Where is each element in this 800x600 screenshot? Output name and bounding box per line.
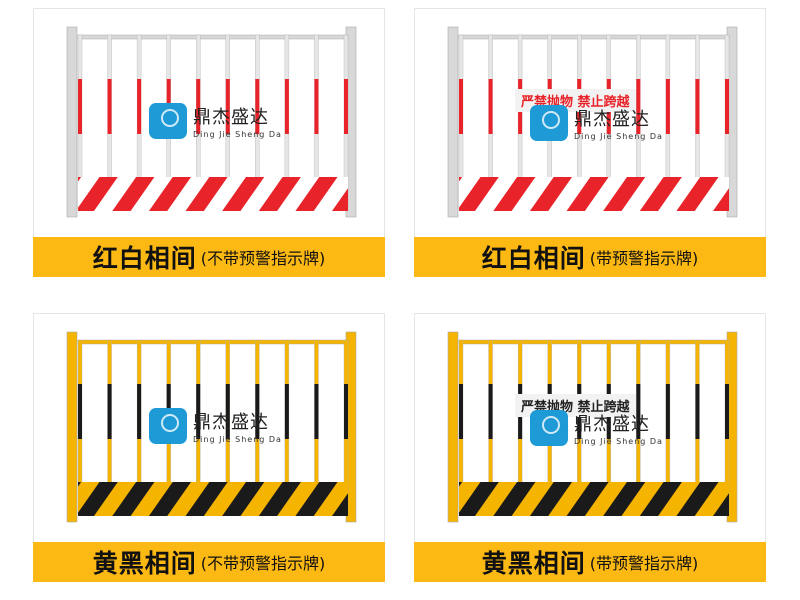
bar-stripe <box>725 79 729 134</box>
bar-stripe <box>78 384 82 439</box>
fence-drawing <box>66 26 357 218</box>
bar-stripe <box>488 384 493 439</box>
brand-name-cn: 鼎杰盛达 <box>574 414 650 435</box>
bar-stripe <box>255 384 260 439</box>
fence-drawing <box>447 331 738 523</box>
bar-stripe <box>488 79 493 134</box>
top-rail <box>77 34 349 40</box>
product-title: 红白相间 <box>92 244 197 273</box>
bar-stripe <box>695 384 700 439</box>
fence-post <box>66 331 78 523</box>
top-rail <box>458 34 730 40</box>
product-title: 黄黑相间 <box>481 549 586 578</box>
brand-name-en: Ding Jie Sheng Da <box>193 130 282 139</box>
bar-stripe <box>196 79 201 134</box>
brand-name-en: Ding Jie Sheng Da <box>193 435 282 444</box>
bar-stripe <box>459 79 463 134</box>
fence-image: 严禁抛物 禁止跨越 鼎杰盛达 Ding Jie Sheng Da <box>414 8 766 237</box>
brand-name-cn: 鼎杰盛达 <box>193 107 269 128</box>
fence-post <box>447 26 459 218</box>
kick-plate <box>459 482 729 516</box>
brand-logo-icon <box>149 103 187 139</box>
product-card[interactable]: 鼎杰盛达 Ding Jie Sheng Da 黄黑相间 (不带预警指示牌) <box>33 313 385 582</box>
fence-drawing <box>66 331 357 523</box>
fence-image: 鼎杰盛达 Ding Jie Sheng Da <box>33 313 385 542</box>
bar-stripe <box>255 79 260 134</box>
brand-watermark: 鼎杰盛达 Ding Jie Sheng Da <box>530 105 663 141</box>
product-card[interactable]: 鼎杰盛达 Ding Jie Sheng Da 红白相间 (不带预警指示牌) <box>33 8 385 277</box>
fence-post <box>447 331 459 523</box>
fence-image: 严禁抛物 禁止跨越 鼎杰盛达 Ding Jie Sheng Da <box>414 313 766 542</box>
product-label: 黄黑相间 (不带预警指示牌) <box>33 542 385 582</box>
product-title: 黄黑相间 <box>92 549 197 578</box>
brand-watermark: 鼎杰盛达 Ding Jie Sheng Da <box>530 410 663 446</box>
product-subtitle: (带预警指示牌) <box>589 249 699 268</box>
brand-watermark: 鼎杰盛达 Ding Jie Sheng Da <box>149 408 282 444</box>
product-title: 红白相间 <box>481 244 586 273</box>
bar-stripe <box>665 79 670 134</box>
bar-stripe <box>137 384 142 439</box>
product-label: 黄黑相间 (带预警指示牌) <box>414 542 766 582</box>
product-card[interactable]: 严禁抛物 禁止跨越 鼎杰盛达 Ding Jie Sheng Da 黄黑相间 (带… <box>414 313 766 582</box>
kick-plate <box>459 177 729 211</box>
kick-plate <box>78 177 348 211</box>
product-card[interactable]: 严禁抛物 禁止跨越 鼎杰盛达 Ding Jie Sheng Da 红白相间 (带… <box>414 8 766 277</box>
brand-watermark: 鼎杰盛达 Ding Jie Sheng Da <box>149 103 282 139</box>
top-rail <box>77 339 349 345</box>
bar-stripe <box>284 79 289 134</box>
fence-post <box>66 26 78 218</box>
kick-plate <box>78 482 348 516</box>
product-subtitle: (不带预警指示牌) <box>200 249 326 268</box>
bar-stripe <box>459 384 463 439</box>
brand-name-cn: 鼎杰盛达 <box>574 109 650 130</box>
product-label: 红白相间 (带预警指示牌) <box>414 237 766 277</box>
bar-stripe <box>636 79 641 134</box>
product-label: 红白相间 (不带预警指示牌) <box>33 237 385 277</box>
bar-stripe <box>725 384 729 439</box>
bar-stripe <box>225 384 230 439</box>
bar-stripe <box>284 384 289 439</box>
bar-stripe <box>196 384 201 439</box>
bar-stripe <box>107 79 112 134</box>
brand-name-cn: 鼎杰盛达 <box>193 412 269 433</box>
product-subtitle: (带预警指示牌) <box>589 554 699 573</box>
brand-logo-icon <box>149 408 187 444</box>
bar-stripe <box>344 79 348 134</box>
top-rail <box>458 339 730 345</box>
brand-name-en: Ding Jie Sheng Da <box>574 132 663 141</box>
bar-stripe <box>695 79 700 134</box>
brand-logo-icon <box>530 105 568 141</box>
brand-logo-icon <box>530 410 568 446</box>
bar-stripe <box>314 384 319 439</box>
product-subtitle: (不带预警指示牌) <box>200 554 326 573</box>
bar-stripe <box>225 79 230 134</box>
brand-name-en: Ding Jie Sheng Da <box>574 437 663 446</box>
bar-stripe <box>314 79 319 134</box>
bar-stripe <box>78 79 82 134</box>
bar-stripe <box>137 79 142 134</box>
bar-stripe <box>636 384 641 439</box>
bar-stripe <box>344 384 348 439</box>
bar-stripe <box>665 384 670 439</box>
bar-stripe <box>107 384 112 439</box>
fence-image: 鼎杰盛达 Ding Jie Sheng Da <box>33 8 385 237</box>
